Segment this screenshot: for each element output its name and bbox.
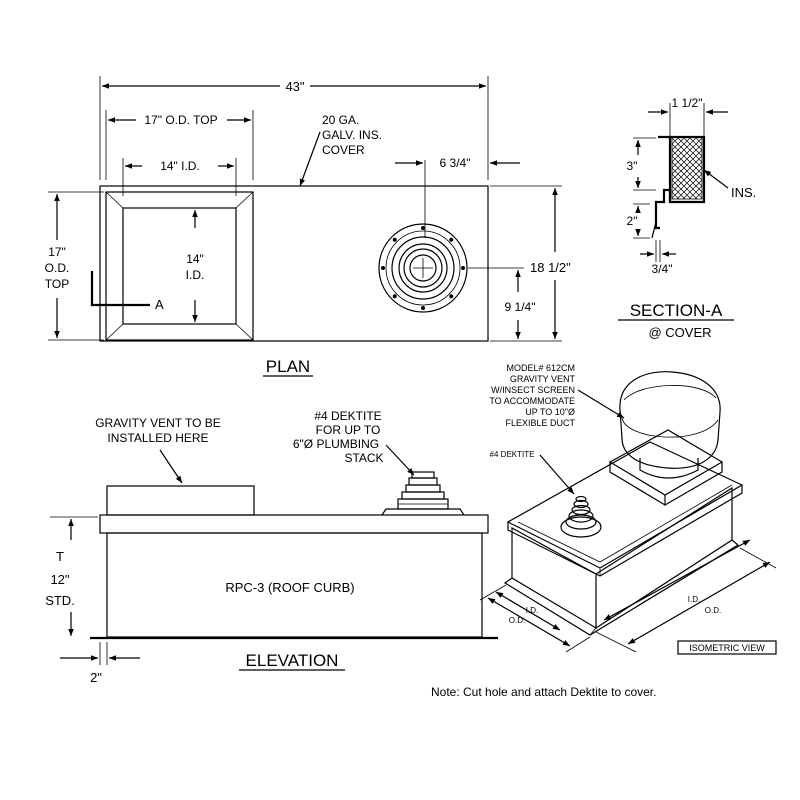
flange-bolt-hole xyxy=(461,266,465,270)
curb-label: RPC-3 (ROOF CURB) xyxy=(225,580,354,595)
flange-bolt-hole xyxy=(421,226,425,230)
flange-bolt-hole xyxy=(392,237,397,242)
installation-note: Note: Cut hole and attach Dektite to cov… xyxy=(431,685,656,699)
model-note-line5: UP TO 10"Ø xyxy=(525,407,575,417)
gravity-vent-note-line2: INSTALLED HERE xyxy=(107,431,208,445)
dektite-note-line2: FOR UP TO xyxy=(316,423,381,437)
section-marker-label: A xyxy=(155,297,164,312)
plan-title: PLAN xyxy=(266,357,310,376)
right-height-label: 18 1/2" xyxy=(530,260,571,275)
section-dim-3: 3" xyxy=(627,159,638,173)
plan-view: 43" 17" O.D. TOP 14" I.D. 20 GA. GALV. I… xyxy=(45,76,571,377)
height-std: STD. xyxy=(45,593,75,608)
iso-left-id: I.D. xyxy=(526,606,538,615)
model-note-line3: W/INSECT SCREEN xyxy=(491,385,575,395)
elevation-title: ELEVATION xyxy=(246,651,339,670)
right-offset-label: 6 3/4" xyxy=(440,156,471,170)
model-note-line6: FLEXIBLE DUCT xyxy=(505,418,575,428)
height-value: 12" xyxy=(50,572,69,587)
vent-offset-label: 9 1/4" xyxy=(505,300,536,314)
flange-bolt-hole xyxy=(449,237,454,242)
dektite-elevation xyxy=(381,471,465,516)
elevation-view: GRAVITY VENT TO BE INSTALLED HERE #4 DEK… xyxy=(45,409,498,685)
height-t: T xyxy=(56,549,64,564)
section-title: SECTION-A xyxy=(630,301,723,320)
top-od-label: 17" O.D. TOP xyxy=(144,113,217,127)
section-bottom-dim: 3/4" xyxy=(652,262,673,276)
dektite-note-line4: STACK xyxy=(344,451,383,465)
flange-bolt-hole xyxy=(449,294,454,299)
dektite-iso xyxy=(560,495,602,538)
iso-dektite-label: #4 DEKTITE xyxy=(490,450,535,459)
dektite-note-line3: 6"Ø PLUMBING xyxy=(293,437,379,451)
flange-dim-label: 2" xyxy=(90,670,102,685)
model-note-line4: TO ACCOMMODATE xyxy=(489,396,575,406)
left-height-od: O.D. xyxy=(45,261,70,275)
dektite-note-line1: #4 DEKTITE xyxy=(314,409,381,423)
isometric-view-label: ISOMETRIC VIEW xyxy=(689,643,765,653)
left-height-top: TOP xyxy=(45,277,69,291)
isometric-view: MODEL# 612CM GRAVITY VENT W/INSECT SCREE… xyxy=(479,363,777,655)
gravity-vent-note-line1: GRAVITY VENT TO BE xyxy=(95,416,221,430)
section-dim-2: 2" xyxy=(627,214,638,228)
id-width-label: 14" I.D. xyxy=(160,159,200,173)
section-top-dim: 1 1/2" xyxy=(672,96,703,110)
section-a-view: 1 1/2" 3" 2" INS. 3/4" SECTION-A @ COVER xyxy=(618,96,756,340)
left-height-value: 17" xyxy=(48,245,66,259)
insulation-label: INS. xyxy=(731,185,756,200)
cover-callout-line2: GALV. INS. xyxy=(322,128,382,142)
model-note-line1: MODEL# 612CM xyxy=(506,363,575,373)
flange-bolt-hole xyxy=(421,306,425,310)
flange-bolt-hole xyxy=(381,266,385,270)
section-subtitle: @ COVER xyxy=(648,325,711,340)
cover-callout-line1: 20 GA. xyxy=(322,113,359,127)
iso-left-od: O.D. xyxy=(509,616,525,625)
iso-right-id: I.D. xyxy=(688,595,700,604)
iso-right-od: O.D. xyxy=(705,606,721,615)
id-height-unit: I.D. xyxy=(186,268,205,282)
id-height-value: 14" xyxy=(186,252,204,266)
cover-callout-line3: COVER xyxy=(322,143,365,157)
flange-bolt-hole xyxy=(392,294,397,299)
dektite-plan-symbol xyxy=(378,223,468,313)
overall-width-label: 43" xyxy=(285,79,304,94)
model-note-line2: GRAVITY VENT xyxy=(510,374,576,384)
